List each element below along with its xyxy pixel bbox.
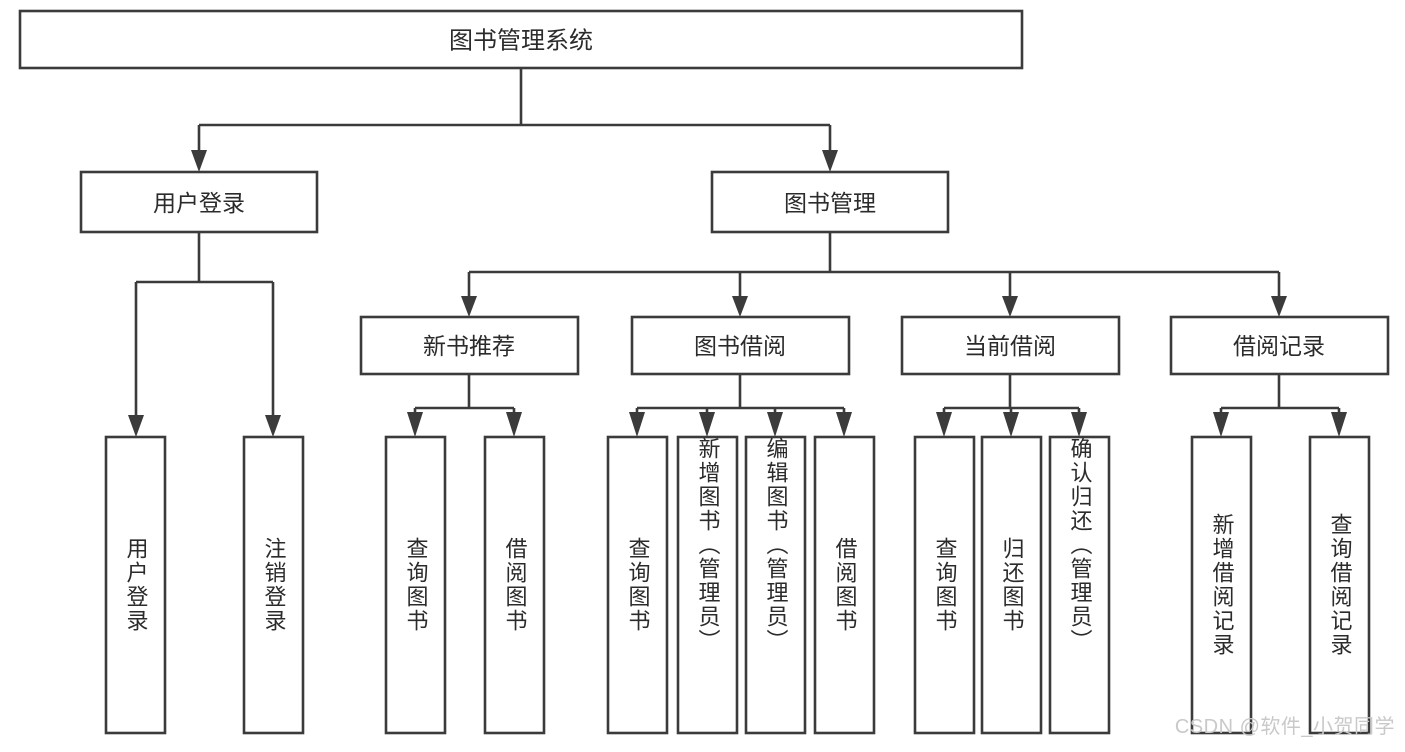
node-current-borrow[interactable]: 当前借阅: [900, 315, 1121, 376]
node-book-borrow-box[interactable]: [630, 315, 851, 376]
leaf-box-book-borrow-4[interactable]: [813, 435, 876, 735]
arrowhead-current-borrow-leaf3: [1071, 412, 1087, 437]
leaf-box-borrow-record-1[interactable]: [1190, 435, 1253, 735]
node-current-borrow-label: 当前借阅: [964, 333, 1056, 359]
connector-group-new-book: [407, 374, 522, 437]
leaf-box-user-login-1[interactable]: [104, 435, 167, 735]
arrowhead-current-borrow: [1002, 296, 1018, 317]
node-book-manage-box[interactable]: [710, 170, 950, 234]
leaf-box-user-login-2[interactable]: [242, 435, 305, 735]
arrowhead-new-book: [461, 296, 477, 317]
node-user-login-box[interactable]: [79, 170, 319, 234]
connector-group-book-borrow: [629, 374, 852, 437]
leaf-box-current-borrow-1[interactable]: [913, 435, 976, 735]
connector-group-root: [191, 68, 838, 172]
node-new-book-recommend[interactable]: 新书推荐: [359, 315, 580, 376]
csdn-watermark: CSDN @软件_小贺同学: [1174, 716, 1395, 738]
node-new-book-recommend-box[interactable]: [359, 315, 580, 376]
node-root-box[interactable]: [18, 9, 1024, 70]
leaf-box-book-borrow-2[interactable]: [676, 435, 739, 735]
leaf-box-new-book-1[interactable]: [384, 435, 447, 735]
arrowhead-user-login-leaf2: [265, 415, 281, 437]
node-user-login[interactable]: 用户登录: [79, 170, 319, 234]
connector-group-current-borrow: [936, 374, 1087, 437]
node-root[interactable]: 图书管理系统: [18, 9, 1024, 70]
arrowhead-current-borrow-leaf1: [936, 412, 952, 437]
node-borrow-record-label: 借阅记录: [1233, 333, 1325, 359]
arrowhead-borrow-record-leaf2: [1331, 412, 1347, 437]
leaf-box-borrow-record-2[interactable]: [1308, 435, 1371, 735]
leaf-box-new-book-2[interactable]: [483, 435, 546, 735]
arrowhead-new-book-leaf1: [407, 412, 423, 437]
arrowhead-book-manage: [822, 150, 838, 172]
arrowhead-book-borrow-leaf4: [836, 412, 852, 437]
arrowhead-book-borrow-leaf2: [699, 412, 715, 437]
node-user-login-label: 用户登录: [153, 190, 245, 216]
leaf-box-book-borrow-1[interactable]: [606, 435, 669, 735]
connector-group-book-manage: [461, 232, 1287, 317]
node-borrow-record-box[interactable]: [1169, 315, 1390, 376]
arrowhead-user-login: [191, 150, 207, 172]
node-book-manage[interactable]: 图书管理: [710, 170, 950, 234]
connector-group-borrow-record: [1213, 374, 1347, 437]
arrowhead-book-borrow-leaf1: [629, 412, 645, 437]
node-book-borrow[interactable]: 图书借阅: [630, 315, 851, 376]
node-current-borrow-box[interactable]: [900, 315, 1121, 376]
leaf-box-current-borrow-2[interactable]: [980, 435, 1043, 735]
node-borrow-record[interactable]: 借阅记录: [1169, 315, 1390, 376]
leaf-box-current-borrow-3[interactable]: [1048, 435, 1111, 735]
node-book-borrow-label: 图书借阅: [694, 333, 786, 359]
arrowhead-borrow-record: [1271, 296, 1287, 317]
arrowhead-current-borrow-leaf2: [1003, 412, 1019, 437]
node-new-book-recommend-label: 新书推荐: [423, 333, 515, 359]
leaf-box-book-borrow-3[interactable]: [744, 435, 807, 735]
node-book-manage-label: 图书管理: [784, 190, 876, 216]
arrowhead-borrow-record-leaf1: [1213, 412, 1229, 437]
arrowhead-new-book-leaf2: [506, 412, 522, 437]
arrowhead-book-borrow-leaf3: [767, 412, 783, 437]
connector-group-user-login: [128, 232, 281, 437]
arrowhead-book-borrow: [732, 296, 748, 317]
node-root-label: 图书管理系统: [449, 28, 593, 55]
arrowhead-user-login-leaf1: [128, 415, 144, 437]
